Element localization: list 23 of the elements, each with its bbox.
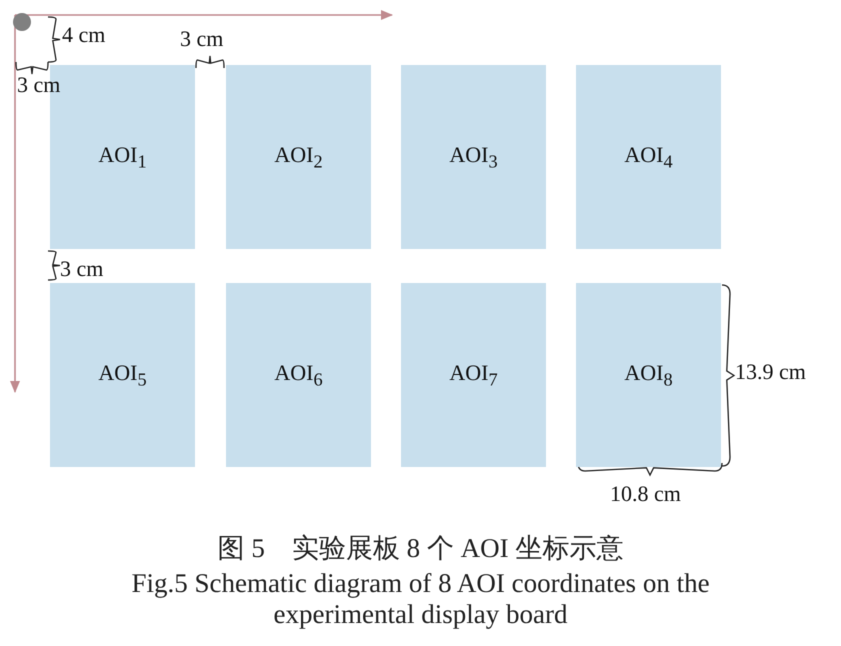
aoi-label: AOI$_{2}$	[274, 142, 323, 172]
dimension-label: 3 cm	[60, 256, 104, 282]
caption: 图 5 实验展板 8 个 AOI 坐标示意	[216, 532, 624, 565]
aoi-area	[401, 283, 546, 467]
dimension-label: 3 cm	[180, 26, 224, 52]
dimension-label: 10.8 cm	[610, 481, 681, 507]
aoi-label: AOI$_{6}$	[274, 360, 323, 390]
aoi-label: AOI$_{5}$	[98, 360, 147, 390]
aoi-area	[401, 65, 546, 249]
aoi-area	[50, 283, 195, 467]
aoi-label: AOI$_{3}$	[449, 142, 498, 172]
caption: Fig.5 Schematic diagram of 8 AOI coordinates on the experimental display board	[130, 568, 711, 630]
aoi-label: AOI$_{7}$	[449, 360, 498, 390]
dimension-label: 3 cm	[17, 72, 60, 98]
aoi-label: AOI$_{1}$	[98, 142, 147, 172]
aoi-area	[576, 283, 721, 467]
aoi-label: AOI$_{4}$	[624, 142, 673, 172]
aoi-label: AOI$_{8}$	[624, 360, 673, 390]
aoi-area	[226, 65, 371, 249]
aoi-area	[226, 283, 371, 467]
dimension-label: 4 cm	[62, 22, 106, 48]
aoi-area	[576, 65, 721, 249]
dimension-label: 13.9 cm	[735, 359, 806, 385]
